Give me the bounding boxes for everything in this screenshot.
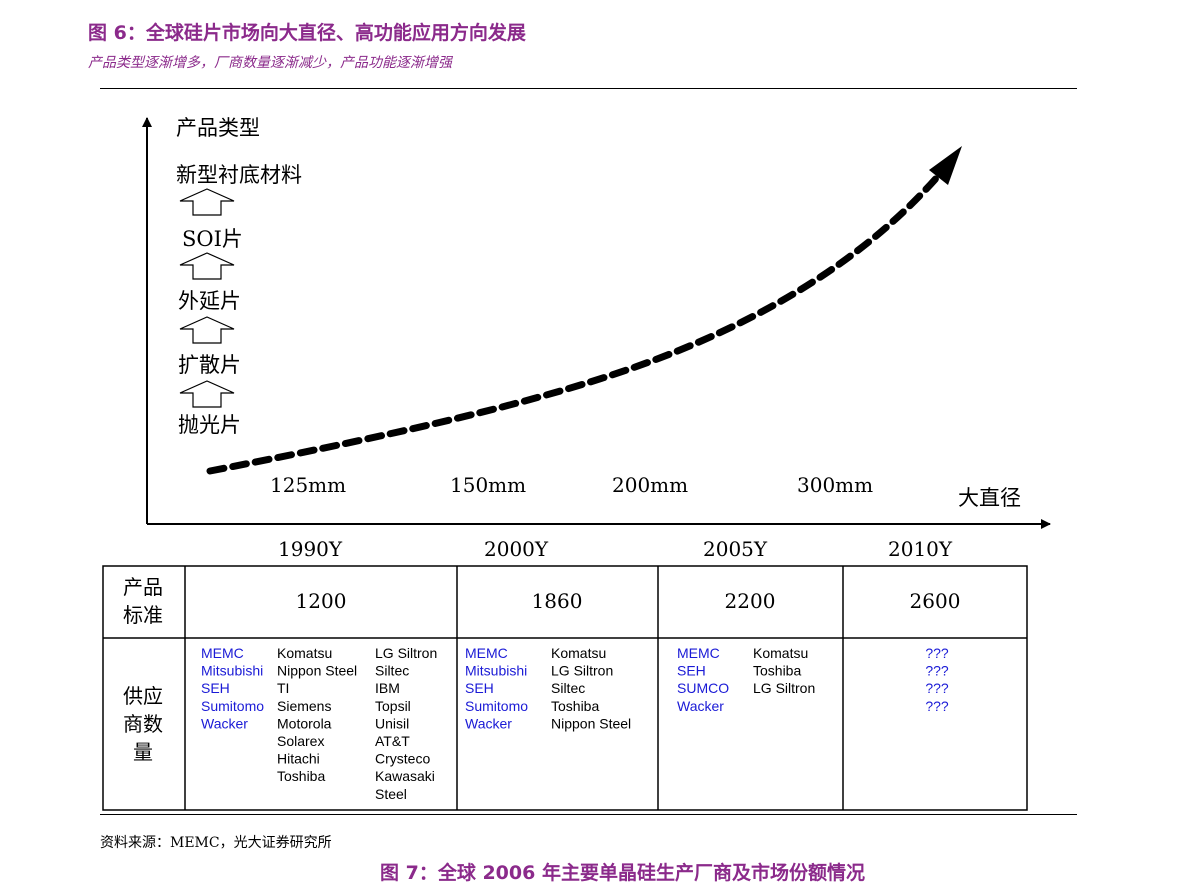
major-supplier-name: ???: [925, 663, 949, 679]
supplier-name: Komatsu: [753, 645, 808, 661]
bottom-rule: [100, 814, 1077, 815]
major-supplier-name: SEH: [677, 663, 706, 679]
product-type-label: SOI片: [182, 227, 243, 251]
supplier-name: LG Siltron: [753, 680, 815, 696]
year-label: 2005Y: [703, 537, 768, 561]
year-label: 2010Y: [888, 537, 953, 561]
major-supplier-name: ???: [925, 645, 949, 661]
supplier-name: Toshiba: [277, 768, 325, 784]
diameter-label: 150mm: [450, 473, 526, 497]
product-type-label: 扩散片: [178, 353, 241, 377]
diameter-label: 200mm: [612, 473, 688, 497]
growth-curve: [206, 164, 949, 475]
supplier-name: Toshiba: [753, 663, 801, 679]
row-header-standard: 产品: [123, 575, 163, 599]
major-supplier-name: Mitsubishi: [465, 663, 527, 679]
row-header-suppliers: 供应: [123, 684, 163, 708]
supplier-name: Kawasaki: [375, 768, 435, 784]
supplier-name: Komatsu: [551, 645, 606, 661]
supplier-name: LG Siltron: [375, 645, 437, 661]
major-supplier-name: SEH: [465, 680, 494, 696]
supplier-name: Solarex: [277, 733, 324, 749]
diameter-label: 125mm: [270, 473, 346, 497]
y-axis-label: 产品类型: [176, 116, 260, 140]
supplier-name: Siltec: [551, 680, 585, 696]
source-note: 资料来源：MEMC，光大证券研究所: [100, 835, 332, 851]
year-label: 1990Y: [278, 537, 343, 561]
major-supplier-name: Sumitomo: [201, 698, 264, 714]
up-arrow-icon: [179, 316, 235, 344]
major-supplier-name: Wacker: [201, 715, 248, 731]
growth-arrow-head: [929, 146, 962, 185]
supplier-name: Unisil: [375, 715, 409, 731]
major-supplier-name: SUMCO: [677, 680, 729, 696]
standard-value: 1860: [532, 589, 583, 613]
product-type-label: 抛光片: [178, 413, 241, 437]
product-type-label: 新型衬底材料: [176, 163, 302, 187]
supplier-name: LG Siltron: [551, 663, 613, 679]
up-arrow-icon: [179, 188, 235, 216]
supplier-table: [102, 565, 1028, 811]
supplier-name: Steel: [375, 786, 407, 802]
supplier-name: Komatsu: [277, 645, 332, 661]
major-supplier-name: MEMC: [677, 645, 720, 661]
supplier-name: AT&T: [375, 733, 410, 749]
major-supplier-name: Wacker: [677, 698, 724, 714]
supplier-name: TI: [277, 680, 289, 696]
x-axis-label: 大直径: [958, 486, 1021, 510]
supplier-name: Siemens: [277, 698, 331, 714]
up-arrow-icon: [179, 252, 235, 280]
supplier-name: IBM: [375, 680, 400, 696]
major-supplier-name: MEMC: [465, 645, 508, 661]
year-label: 2000Y: [484, 537, 549, 561]
next-figure-title: 图 7：全球 2006 年主要单晶硅生产厂商及市场份额情况: [380, 862, 865, 884]
product-type-label: 外延片: [178, 289, 241, 313]
supplier-name: Siltec: [375, 663, 409, 679]
standard-value: 1200: [296, 589, 347, 613]
row-header-standard: 标准: [123, 603, 163, 627]
major-supplier-name: ???: [925, 680, 949, 696]
major-supplier-name: Mitsubishi: [201, 663, 263, 679]
up-arrow-icon: [179, 380, 235, 408]
major-supplier-name: ???: [925, 698, 949, 714]
major-supplier-name: SEH: [201, 680, 230, 696]
figure-subtitle: 产品类型逐渐增多，厂商数量逐渐减少，产品功能逐渐增强: [88, 55, 452, 71]
supplier-name: Toshiba: [551, 698, 599, 714]
diameter-label: 300mm: [797, 473, 873, 497]
standard-value: 2600: [910, 589, 961, 613]
major-supplier-name: Sumitomo: [465, 698, 528, 714]
supplier-name: Topsil: [375, 698, 411, 714]
major-supplier-name: Wacker: [465, 715, 512, 731]
row-header-suppliers: 量: [133, 740, 153, 764]
supplier-name: Nippon Steel: [277, 663, 357, 679]
supplier-name: Hitachi: [277, 751, 320, 767]
supplier-name: Crysteco: [375, 751, 430, 767]
standard-value: 2200: [725, 589, 776, 613]
major-supplier-name: MEMC: [201, 645, 244, 661]
top-rule: [100, 88, 1077, 89]
supplier-name: Nippon Steel: [551, 715, 631, 731]
supplier-cells: MEMCMitsubishiSEHSumitomoWackerKomatsuNi…: [201, 645, 949, 802]
figure-title: 图 6：全球硅片市场向大直径、高功能应用方向发展: [88, 22, 526, 44]
supplier-name: Motorola: [277, 715, 332, 731]
row-header-suppliers: 商数: [123, 712, 163, 736]
